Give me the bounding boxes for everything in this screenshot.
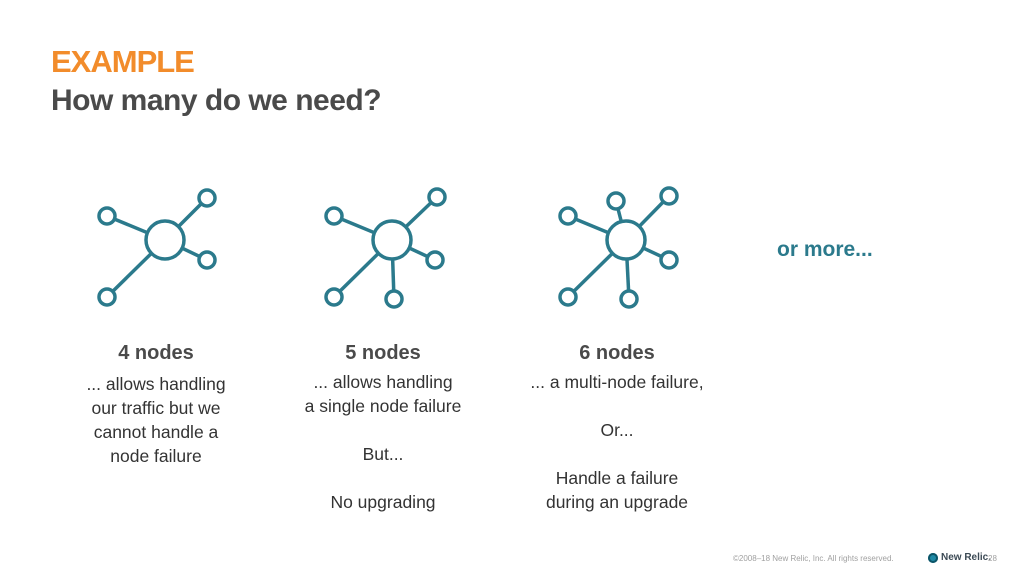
- node: [659, 186, 679, 206]
- or-more-label: or more...: [777, 238, 873, 261]
- network-diagram-4-nodes: [97, 188, 217, 307]
- option-heading-4-nodes: 4 nodes: [118, 342, 194, 364]
- node: [324, 206, 344, 226]
- option-description-5-nodes: ... allows handling a single node failur…: [304, 372, 462, 512]
- slide-title: How many do we need?: [51, 84, 382, 117]
- node: [558, 206, 578, 226]
- node: [97, 206, 117, 226]
- option-description-4-nodes: ... allows handling our traffic but we c…: [86, 374, 226, 466]
- node: [324, 287, 344, 307]
- node: [97, 287, 117, 307]
- option-description-6-nodes: ... a multi-node failure, Or... Handle a…: [530, 372, 704, 512]
- node: [659, 250, 679, 270]
- node: [197, 188, 217, 208]
- option-heading-6-nodes: 6 nodes: [579, 342, 655, 364]
- node: [384, 289, 404, 309]
- logo-text: New Relic.: [941, 552, 992, 563]
- new-relic-logo-icon: [928, 552, 938, 563]
- node: [606, 191, 626, 211]
- node: [427, 187, 447, 207]
- page-number: 28: [988, 554, 997, 563]
- node: [197, 250, 217, 270]
- hub-node: [144, 219, 186, 261]
- node: [425, 250, 445, 270]
- new-relic-logo: New Relic.: [928, 552, 991, 563]
- option-heading-5-nodes: 5 nodes: [345, 342, 421, 364]
- hub-node: [605, 219, 647, 261]
- node: [558, 287, 578, 307]
- network-diagram-6-nodes: [558, 186, 679, 309]
- hub-node: [371, 219, 413, 261]
- node: [619, 289, 639, 309]
- slide-eyebrow: EXAMPLE: [51, 44, 195, 79]
- network-diagram-5-nodes: [324, 187, 447, 309]
- copyright-footer: ©2008–18 New Relic, Inc. All rights rese…: [733, 554, 894, 563]
